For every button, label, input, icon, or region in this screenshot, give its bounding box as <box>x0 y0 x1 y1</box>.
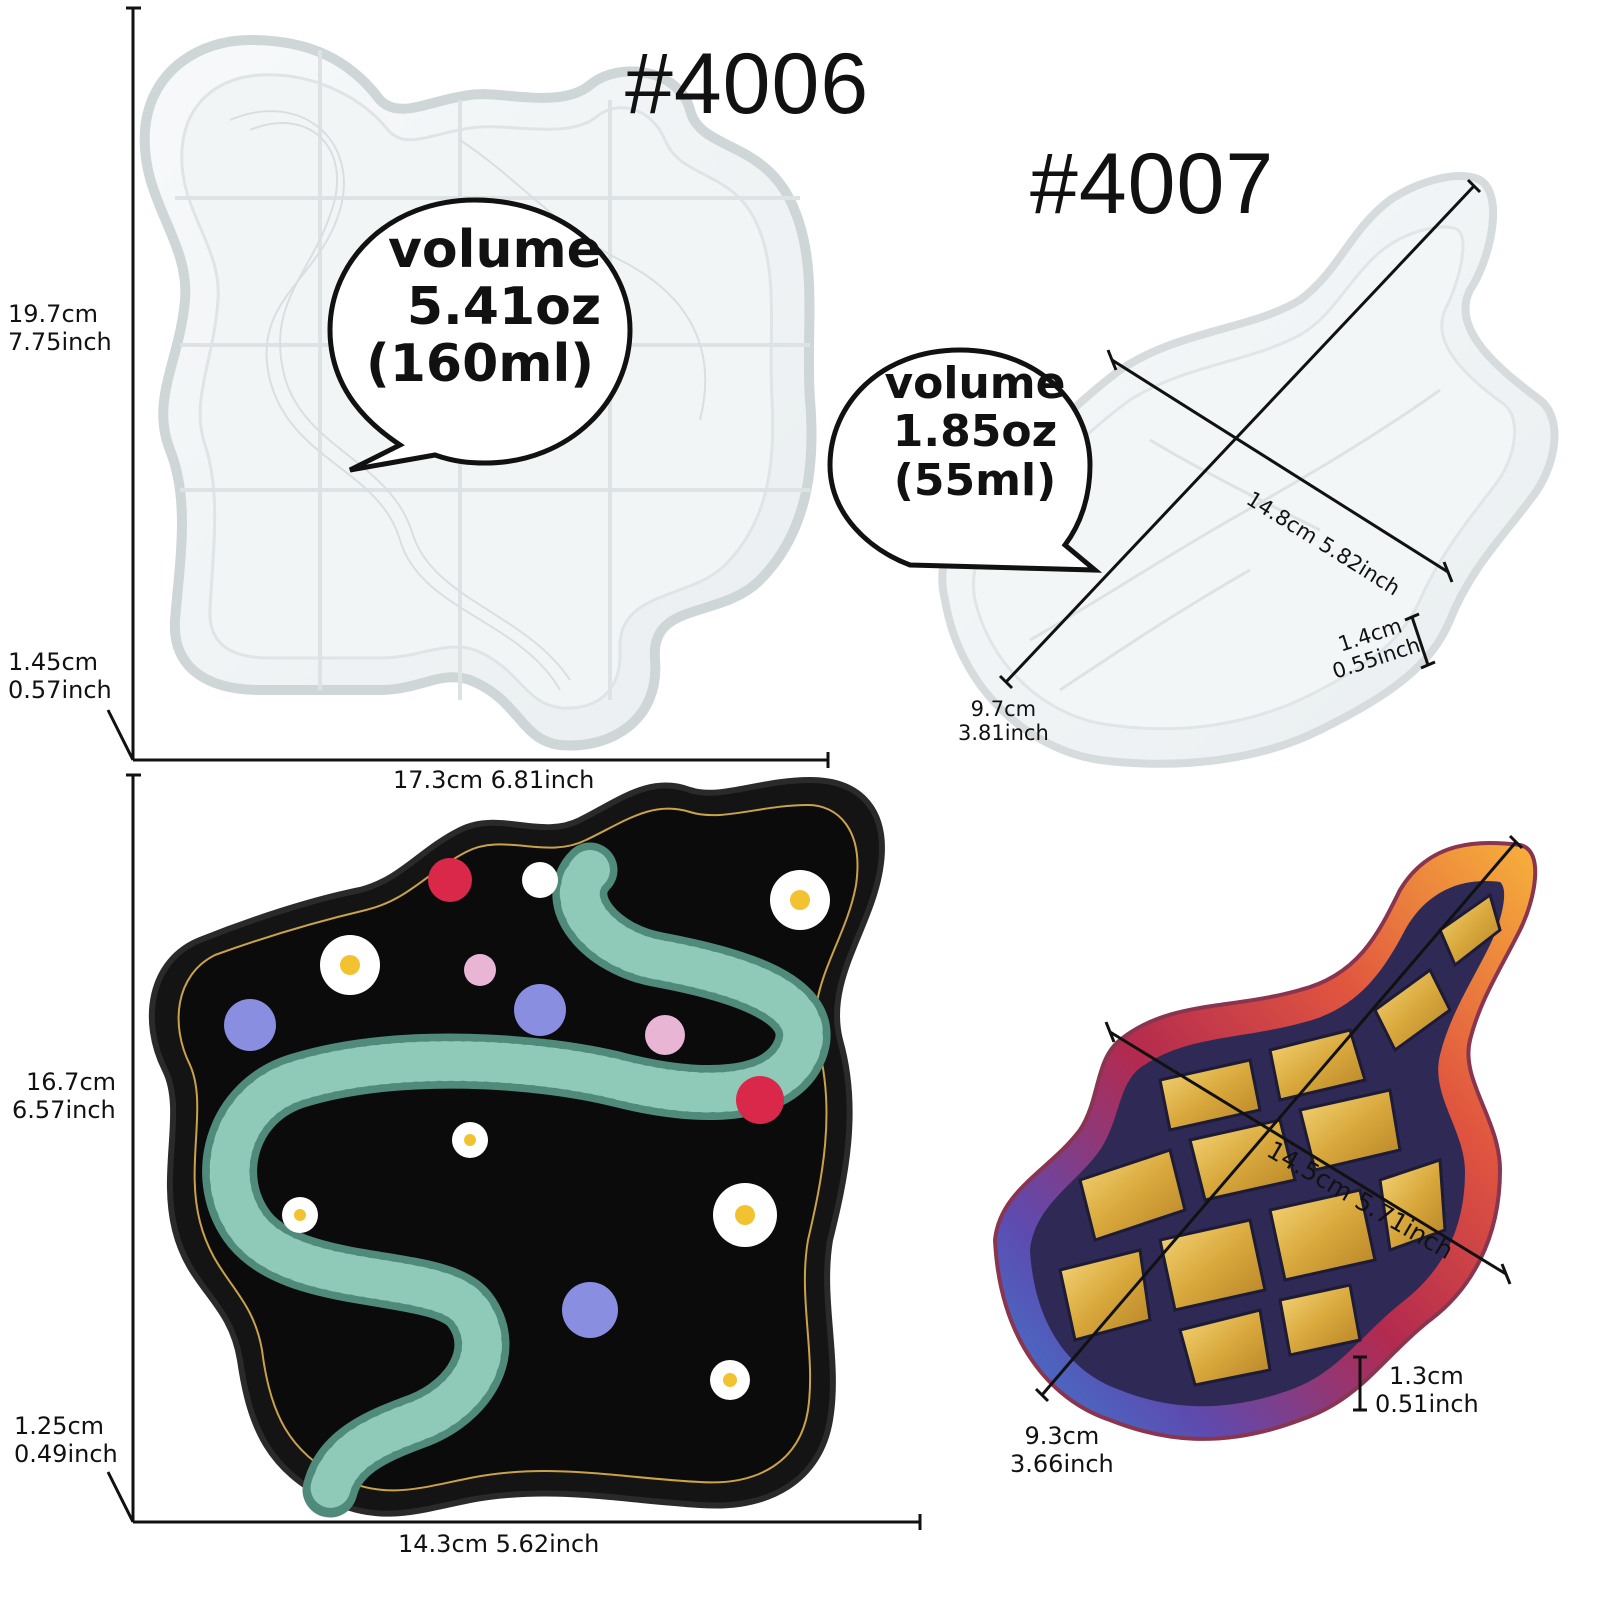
volume-oz: 5.41oz <box>406 277 602 338</box>
width-cm: 9.7cm <box>970 697 1037 721</box>
volume-text-4006: volume 5.41oz (160ml) <box>360 220 630 395</box>
width-label-4007: 9.7cm 3.81inch <box>958 697 1049 745</box>
depth-inch: 0.57inch <box>8 676 112 704</box>
volume-bubble-4006 <box>327 197 633 473</box>
width-cm: 14.3cm <box>398 1530 489 1558</box>
width-inch: 6.81inch <box>490 766 595 794</box>
depth-cm: 1.45cm <box>8 648 99 676</box>
dimension-lines <box>106 6 1524 1530</box>
volume-oz: 1.85oz <box>892 406 1058 458</box>
height-cm: 16.7cm <box>26 1068 117 1096</box>
volume-bubble-4007 <box>827 347 1103 573</box>
height-inch: 6.57inch <box>12 1096 116 1124</box>
volume-ml: (160ml) <box>365 334 595 395</box>
depth-label-hand-tray: 1.3cm 0.51inch <box>1375 1362 1479 1418</box>
depth-label-4006: 1.45cm 0.57inch <box>8 648 112 704</box>
depth-inch: 0.51inch <box>1375 1390 1479 1418</box>
mold-4007-image <box>938 172 1559 768</box>
width-inch: 5.62inch <box>495 1530 600 1558</box>
height-label-snake-tray: 16.7cm 6.57inch <box>12 1068 116 1124</box>
volume-text-4007: volume 1.85oz (55ml) <box>860 358 1090 506</box>
width-label-4006: 17.3cm 6.81inch <box>393 766 594 794</box>
volume-ml: (55ml) <box>893 454 1057 506</box>
snake-tray-image <box>148 776 885 1518</box>
width-cm: 17.3cm <box>393 766 484 794</box>
depth-cm: 1.25cm <box>14 1412 105 1440</box>
height-label-4006: 19.7cm 7.75inch <box>8 300 112 356</box>
width-label-hand-tray: 9.3cm 3.66inch <box>1010 1422 1114 1478</box>
width-inch: 3.81inch <box>958 721 1049 745</box>
depth-inch: 0.49inch <box>14 1440 118 1468</box>
model-label-4007: #4007 <box>1030 136 1275 232</box>
height-cm: 19.7cm <box>8 300 99 328</box>
model-label-4006: #4006 <box>625 36 870 132</box>
width-label-snake-tray: 14.3cm 5.62inch <box>398 1530 599 1558</box>
width-cm: 9.3cm <box>1024 1422 1100 1450</box>
volume-word: volume <box>388 220 602 280</box>
volume-word: volume <box>884 358 1066 409</box>
height-inch: 7.75inch <box>8 328 112 356</box>
depth-cm: 1.3cm <box>1389 1362 1464 1390</box>
hand-tray-image <box>992 840 1538 1441</box>
width-inch: 3.66inch <box>1010 1450 1114 1478</box>
depth-label-snake-tray: 1.25cm 0.49inch <box>14 1412 118 1468</box>
